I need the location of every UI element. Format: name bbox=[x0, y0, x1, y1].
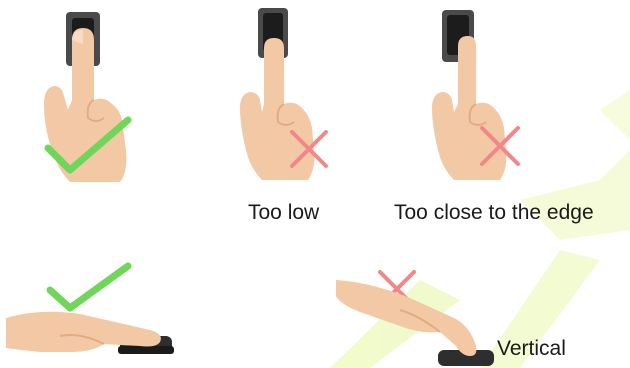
caption-vertical: Vertical bbox=[497, 337, 566, 361]
panel-bottom-correct bbox=[6, 266, 174, 354]
panel-top-too-low bbox=[240, 8, 326, 180]
panel-top-correct bbox=[44, 12, 128, 182]
check-mark-icon bbox=[50, 266, 128, 308]
caption-too-close-to-edge: Too close to the edge bbox=[394, 201, 594, 225]
hand bbox=[240, 38, 314, 180]
caption-too-low: Too low bbox=[248, 201, 319, 225]
panel-top-too-close-edge bbox=[432, 10, 518, 180]
